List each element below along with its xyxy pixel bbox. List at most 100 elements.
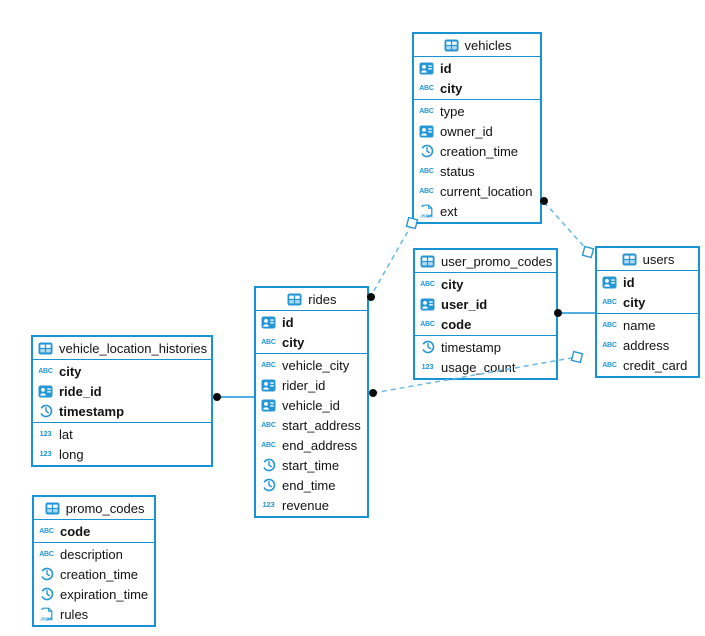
table-icon	[44, 502, 61, 515]
abc-text-icon: ABC	[602, 298, 617, 306]
table-header-vehicle_location_histories[interactable]: vehicle_location_histories	[33, 337, 212, 360]
field-label: creation_time	[60, 566, 139, 582]
field-start_address[interactable]: ABC start_address	[256, 415, 367, 435]
table-header-user_promo_codes[interactable]: user_promo_codes	[415, 250, 557, 273]
field-label: vehicle_id	[282, 397, 340, 413]
field-vehicle_id[interactable]: vehicle_id	[256, 395, 367, 415]
id-badge-icon	[260, 316, 277, 329]
table-title: vehicle_location_histories	[59, 341, 208, 356]
field-timestamp[interactable]: timestamp	[33, 401, 211, 421]
field-description[interactable]: ABC description	[34, 544, 154, 564]
field-label: timestamp	[59, 403, 125, 419]
field-label: owner_id	[440, 123, 493, 139]
field-label: end_address	[282, 437, 358, 453]
id-badge-icon	[419, 298, 436, 311]
field-id[interactable]: id	[414, 58, 540, 78]
time-icon	[418, 144, 435, 158]
field-ext[interactable]: JSON ext	[414, 201, 540, 221]
field-label: revenue	[282, 497, 329, 513]
field-label: end_time	[282, 477, 336, 493]
field-creation_time[interactable]: creation_time	[414, 141, 540, 161]
table-header-rides[interactable]: rides	[256, 288, 367, 311]
field-label: type	[440, 103, 465, 119]
field-label: code	[60, 523, 91, 539]
field-expiration_time[interactable]: expiration_time	[34, 584, 154, 604]
field-id[interactable]: id	[256, 312, 367, 332]
field-end_time[interactable]: end_time	[256, 475, 367, 495]
table-icon	[621, 253, 638, 266]
id-badge-icon	[418, 125, 435, 138]
field-label: ext	[440, 203, 458, 219]
table-title: users	[642, 252, 675, 267]
json-document-icon: JSON	[418, 204, 435, 218]
abc-text-icon: ABC	[39, 550, 54, 558]
field-user_id[interactable]: user_id	[415, 294, 556, 314]
abc-text-icon: ABC	[261, 441, 276, 449]
table-header-users[interactable]: users	[597, 248, 698, 271]
field-label: rider_id	[282, 377, 326, 393]
field-ride_id[interactable]: ride_id	[33, 381, 211, 401]
field-label: long	[59, 446, 84, 462]
field-label: usage_count	[441, 359, 516, 375]
field-id[interactable]: id	[597, 272, 698, 292]
field-rider_id[interactable]: rider_id	[256, 375, 367, 395]
field-label: start_address	[282, 417, 361, 433]
abc-text-icon: ABC	[261, 421, 276, 429]
field-label: creation_time	[440, 143, 519, 159]
relation-line-rides-vehicles	[370, 223, 413, 297]
field-end_address[interactable]: ABC end_address	[256, 435, 367, 455]
field-label: name	[623, 317, 656, 333]
abc-text-icon: ABC	[419, 187, 434, 195]
field-label: city	[282, 334, 305, 350]
field-label: description	[60, 546, 123, 562]
svg-text:JSON: JSON	[40, 617, 53, 621]
field-timestamp[interactable]: timestamp	[415, 337, 556, 357]
table-icon	[37, 342, 54, 355]
columns-section: ABC description creation_time expiration_ti…	[34, 543, 154, 625]
field-owner_id[interactable]: owner_id	[414, 121, 540, 141]
id-badge-icon	[260, 399, 277, 412]
field-label: timestamp	[441, 339, 501, 355]
relation-many-end-dot	[369, 389, 377, 397]
table-header-vehicles[interactable]: vehicles	[414, 34, 540, 57]
field-start_time[interactable]: start_time	[256, 455, 367, 475]
table-header-promo_codes[interactable]: promo_codes	[34, 497, 155, 520]
field-creation_time[interactable]: creation_time	[34, 564, 154, 584]
table-icon	[443, 39, 460, 52]
field-current_location[interactable]: ABC current_location	[414, 181, 540, 201]
id-badge-icon	[260, 379, 277, 392]
id-badge-icon	[418, 62, 435, 75]
field-label: current_location	[440, 183, 533, 199]
time-icon	[260, 478, 277, 492]
field-label: expiration_time	[60, 586, 149, 602]
